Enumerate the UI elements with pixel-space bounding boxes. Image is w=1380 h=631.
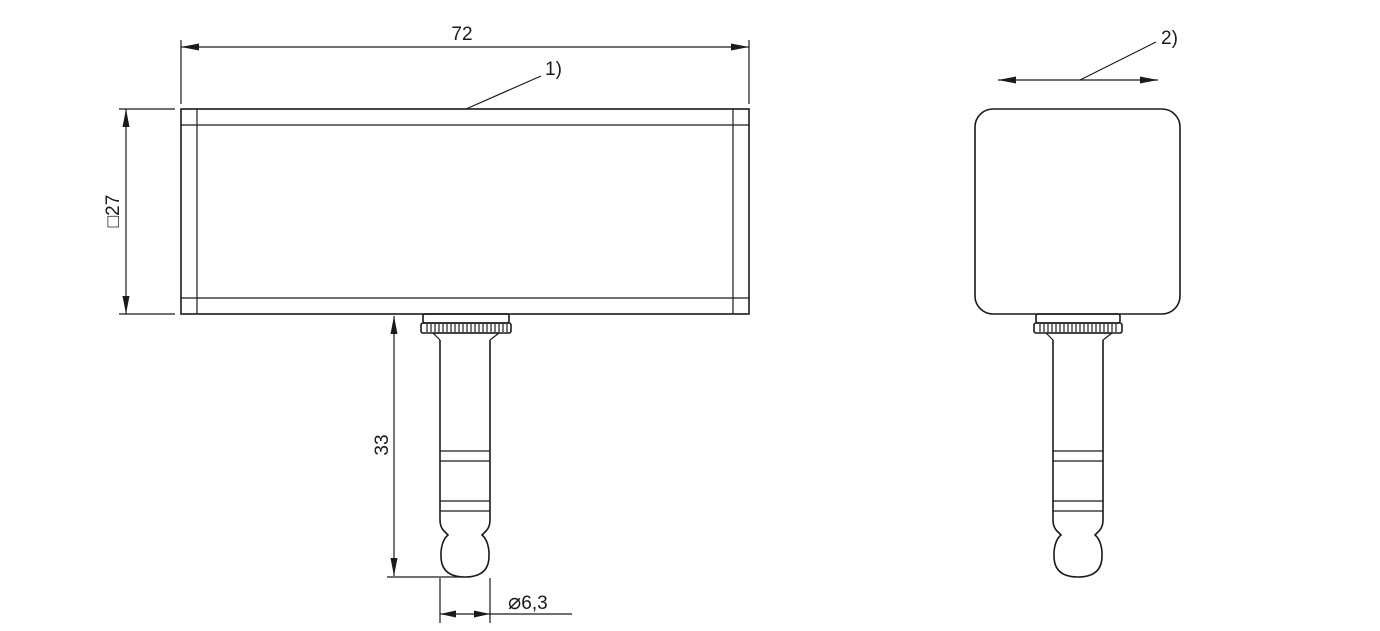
plug-shaft [439, 340, 491, 578]
diameter-symbol: ⌀ [508, 589, 521, 614]
side-view: 2) [974, 28, 1181, 578]
svg-text:□27: □27 [103, 195, 124, 228]
front-view: 72 1) □27 33 [103, 24, 750, 623]
housing-outline [180, 108, 750, 315]
plug-length-label: 33 [372, 434, 393, 455]
callout-1: 1) [465, 59, 562, 110]
width-dimension-label: 72 [451, 24, 472, 45]
callout-2: 2) [998, 28, 1178, 84]
callout-1-label: 1) [545, 59, 562, 80]
diameter-dimension: ⌀6,3 [439, 578, 572, 623]
plug-length-dimension: 33 [372, 316, 460, 578]
width-dimension: 72 [180, 24, 750, 104]
square-symbol: □ [103, 215, 124, 227]
height-dimension: □27 [103, 108, 175, 315]
side-plug-shaft [1052, 340, 1104, 578]
height-dimension-label: 27 [103, 195, 124, 216]
callout-2-label: 2) [1161, 28, 1178, 49]
side-plug-nut [1033, 313, 1123, 341]
plug-nut [420, 313, 512, 341]
diameter-label: 6,3 [521, 593, 547, 614]
svg-text:⌀6,3: ⌀6,3 [508, 589, 548, 614]
side-housing-outline [974, 108, 1181, 315]
